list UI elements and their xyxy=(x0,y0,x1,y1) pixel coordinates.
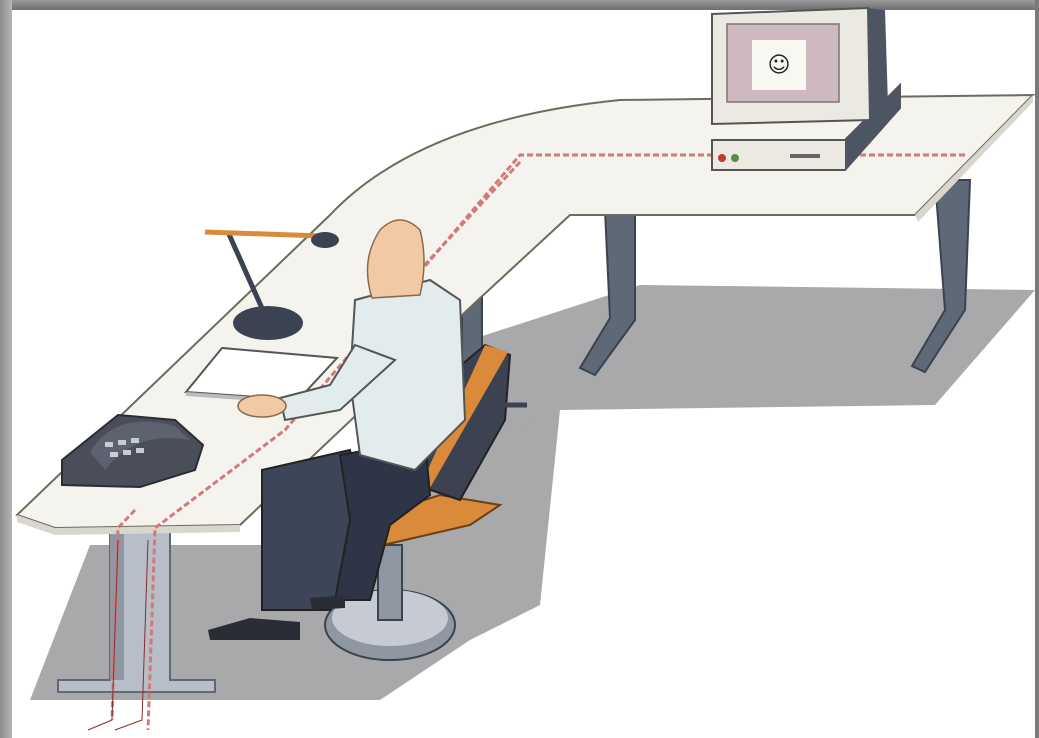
monitor-icon: ☺ xyxy=(712,8,888,124)
smiley-face-icon: ☺ xyxy=(768,53,791,78)
